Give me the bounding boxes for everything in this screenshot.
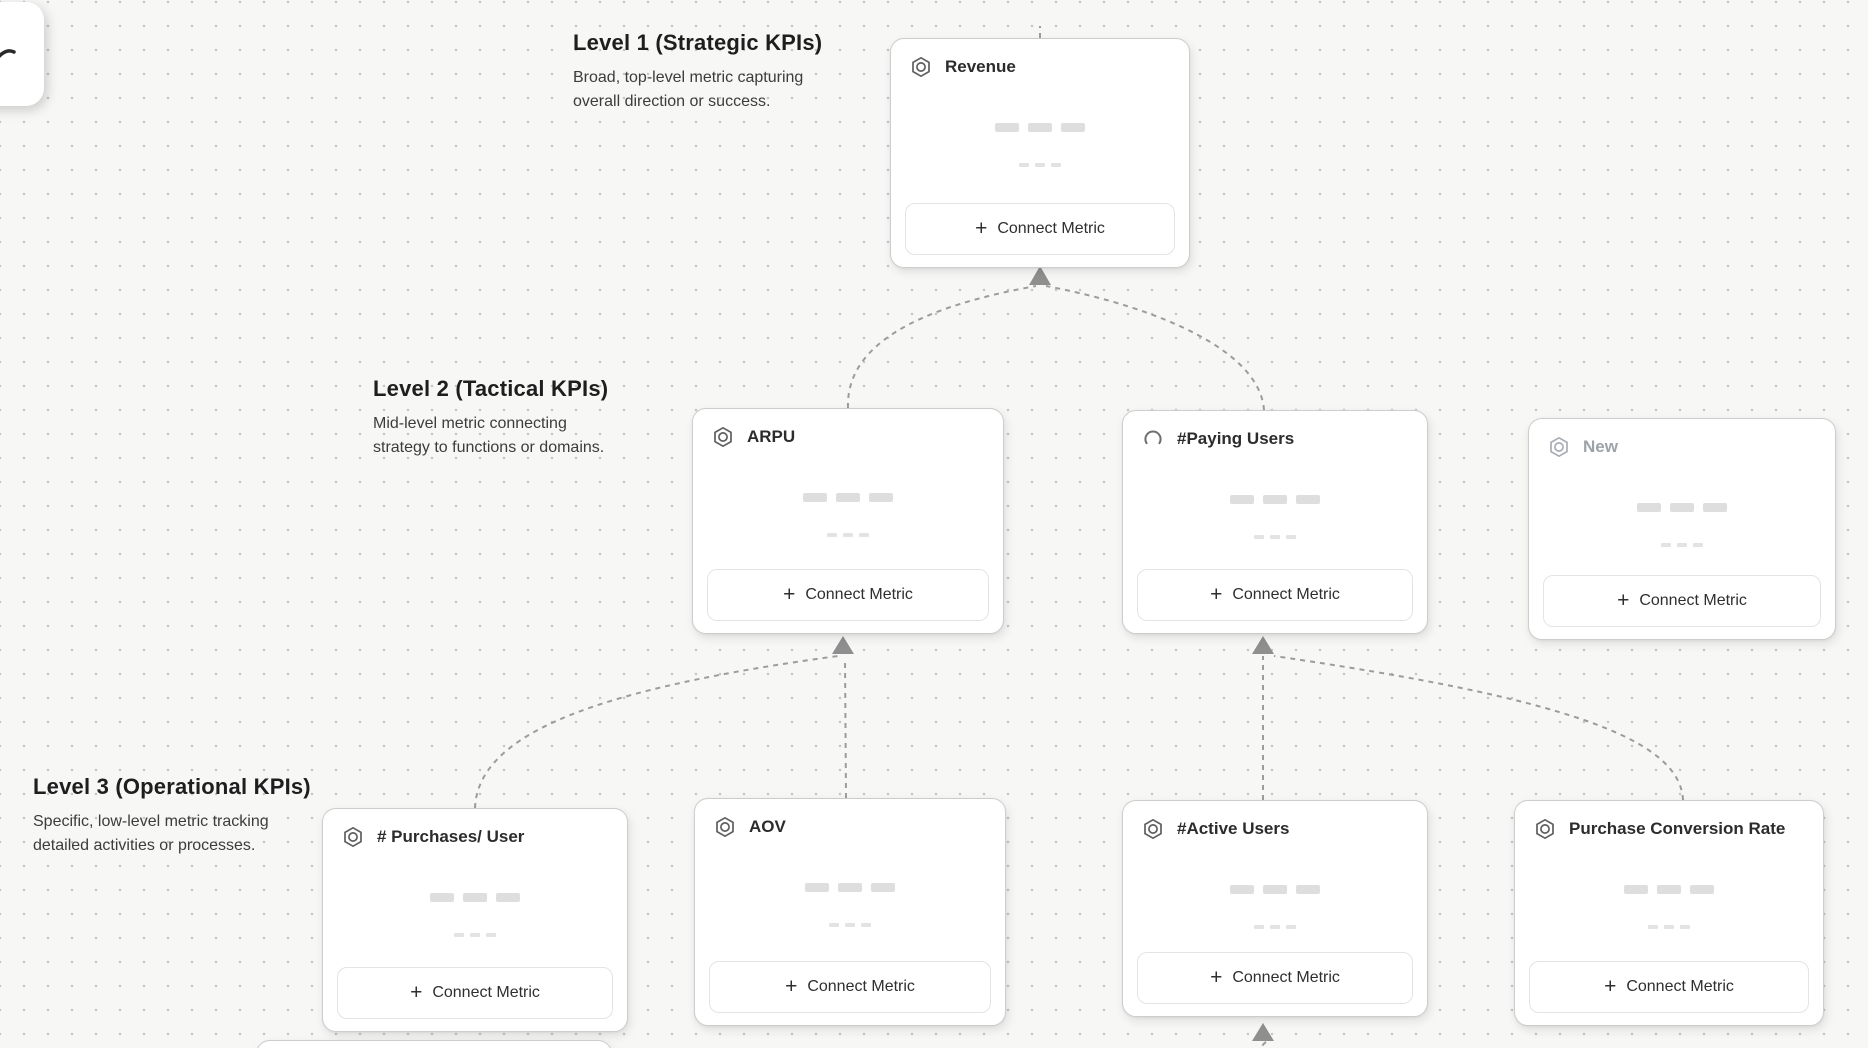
connect-metric-button[interactable]: + Connect Metric bbox=[707, 569, 989, 621]
skeleton-row bbox=[1515, 885, 1823, 894]
card-title: #Active Users bbox=[1177, 819, 1290, 838]
plus-icon: + bbox=[975, 216, 988, 240]
skeleton-row bbox=[695, 923, 1005, 927]
tool-panel[interactable] bbox=[0, 2, 44, 106]
card-header: Purchase Conversion Rate bbox=[1533, 817, 1809, 841]
level-1-label: Level 1 (Strategic KPIs) Broad, top-leve… bbox=[573, 30, 833, 114]
connector-arpu-revenue bbox=[846, 285, 1037, 409]
metric-card-new[interactable]: New + Connect Metric bbox=[1528, 418, 1836, 640]
level-2-label: Level 2 (Tactical KPIs) Mid-level metric… bbox=[373, 376, 633, 460]
connect-metric-label: Connect Metric bbox=[432, 984, 540, 1001]
card-header: ARPU bbox=[711, 425, 989, 449]
plus-icon: + bbox=[785, 974, 798, 998]
connector-offscreen-stub bbox=[1260, 1041, 1267, 1048]
skeleton-row bbox=[323, 933, 627, 937]
level-2-description: Mid-level metric connecting strategy to … bbox=[373, 415, 605, 456]
level-1-title: Level 1 (Strategic KPIs) bbox=[573, 30, 823, 55]
connector-pcr-paying bbox=[1273, 655, 1684, 801]
card-header: New bbox=[1547, 435, 1821, 459]
level-2-title: Level 2 (Tactical KPIs) bbox=[373, 376, 609, 401]
arrowhead-into-arpu bbox=[832, 636, 854, 654]
arrowhead-into-paying bbox=[1252, 636, 1274, 654]
card-title: AOV bbox=[749, 817, 786, 836]
metric-card-aov[interactable]: AOV + Connect Metric bbox=[694, 798, 1006, 1026]
connect-metric-label: Connect Metric bbox=[1232, 586, 1340, 603]
level-3-label: Level 3 (Operational KPIs) Specific, low… bbox=[33, 774, 313, 858]
metric-hexagon-icon bbox=[1536, 818, 1554, 840]
connect-metric-label: Connect Metric bbox=[1639, 592, 1747, 609]
connect-metric-button[interactable]: + Connect Metric bbox=[1543, 575, 1821, 627]
card-header: #Paying Users bbox=[1141, 427, 1413, 451]
skeleton-row bbox=[693, 493, 1003, 502]
card-title: New bbox=[1583, 437, 1618, 456]
card-header: Revenue bbox=[909, 55, 1175, 79]
metric-hexagon-icon bbox=[1144, 818, 1162, 840]
connect-metric-label: Connect Metric bbox=[805, 586, 913, 603]
metric-card-purchase-conversion-rate[interactable]: Purchase Conversion Rate + Connect Metri… bbox=[1514, 800, 1824, 1026]
connect-metric-button[interactable]: + Connect Metric bbox=[1529, 961, 1809, 1013]
skeleton-row bbox=[891, 163, 1189, 167]
connect-metric-label: Connect Metric bbox=[1626, 978, 1734, 995]
skeleton-row bbox=[891, 123, 1189, 132]
skeleton-row bbox=[1529, 543, 1835, 547]
metric-card-active-users[interactable]: #Active Users + Connect Metric bbox=[1122, 800, 1428, 1017]
card-header: #Active Users bbox=[1141, 817, 1413, 841]
metric-hexagon-icon bbox=[912, 56, 930, 78]
metric-hexagon-icon bbox=[1550, 436, 1568, 458]
skeleton-row bbox=[695, 883, 1005, 892]
metric-hexagon-icon bbox=[714, 426, 732, 448]
plus-icon: + bbox=[1617, 588, 1630, 612]
skeleton-row bbox=[1123, 495, 1427, 504]
connect-metric-label: Connect Metric bbox=[997, 220, 1105, 237]
plus-icon: + bbox=[1210, 582, 1223, 606]
card-title: Revenue bbox=[945, 57, 1016, 76]
card-title: ARPU bbox=[747, 427, 796, 446]
connect-metric-label: Connect Metric bbox=[807, 978, 915, 995]
connect-metric-button[interactable]: + Connect Metric bbox=[905, 203, 1175, 255]
connect-metric-button[interactable]: + Connect Metric bbox=[709, 961, 991, 1013]
connect-metric-button[interactable]: + Connect Metric bbox=[337, 967, 613, 1019]
metric-card-revenue[interactable]: Revenue + Connect Metric bbox=[890, 38, 1190, 268]
level-1-description: Broad, top-level metric capturing overal… bbox=[573, 69, 804, 110]
skeleton-row bbox=[1123, 535, 1427, 539]
plus-icon: + bbox=[1210, 965, 1223, 989]
card-title: # Purchases/ User bbox=[377, 827, 525, 846]
plus-icon: + bbox=[1604, 974, 1617, 998]
metric-card-purchases-per-user[interactable]: # Purchases/ User + Connect Metric bbox=[322, 808, 628, 1032]
skeleton-row bbox=[323, 893, 627, 902]
metric-card-partial-offscreen[interactable] bbox=[256, 1040, 612, 1048]
arrowhead-into-revenue bbox=[1029, 266, 1051, 285]
metric-card-arpu[interactable]: ARPU + Connect Metric bbox=[692, 408, 1004, 634]
skeleton-row bbox=[1123, 885, 1427, 894]
card-title: Purchase Conversion Rate bbox=[1569, 819, 1786, 838]
connect-metric-button[interactable]: + Connect Metric bbox=[1137, 569, 1413, 621]
metric-hexagon-icon bbox=[344, 826, 362, 848]
connector-paying-revenue bbox=[1045, 285, 1265, 411]
connector-purchases-arpu bbox=[474, 655, 839, 809]
connector-aov-arpu bbox=[844, 657, 847, 799]
level-3-title: Level 3 (Operational KPIs) bbox=[33, 774, 311, 799]
skeleton-row bbox=[693, 533, 1003, 537]
skeleton-row bbox=[1123, 925, 1427, 929]
plus-icon: + bbox=[410, 980, 423, 1004]
partial-tool-icon bbox=[0, 49, 16, 58]
skeleton-row bbox=[1515, 925, 1823, 929]
metric-hexagon-icon bbox=[716, 816, 734, 838]
plus-icon: + bbox=[783, 582, 796, 606]
metric-card-paying-users[interactable]: #Paying Users + Connect Metric bbox=[1122, 410, 1428, 634]
skeleton-row bbox=[1529, 503, 1835, 512]
connect-metric-button[interactable]: + Connect Metric bbox=[1137, 952, 1413, 1004]
card-header: # Purchases/ User bbox=[341, 825, 613, 849]
spinner-icon bbox=[1144, 430, 1162, 445]
connect-metric-label: Connect Metric bbox=[1232, 969, 1340, 986]
arrowhead-into-active bbox=[1252, 1023, 1274, 1041]
card-header: AOV bbox=[713, 815, 991, 839]
card-title: #Paying Users bbox=[1177, 429, 1295, 448]
level-3-description: Specific, low-level metric tracking deta… bbox=[33, 813, 269, 854]
